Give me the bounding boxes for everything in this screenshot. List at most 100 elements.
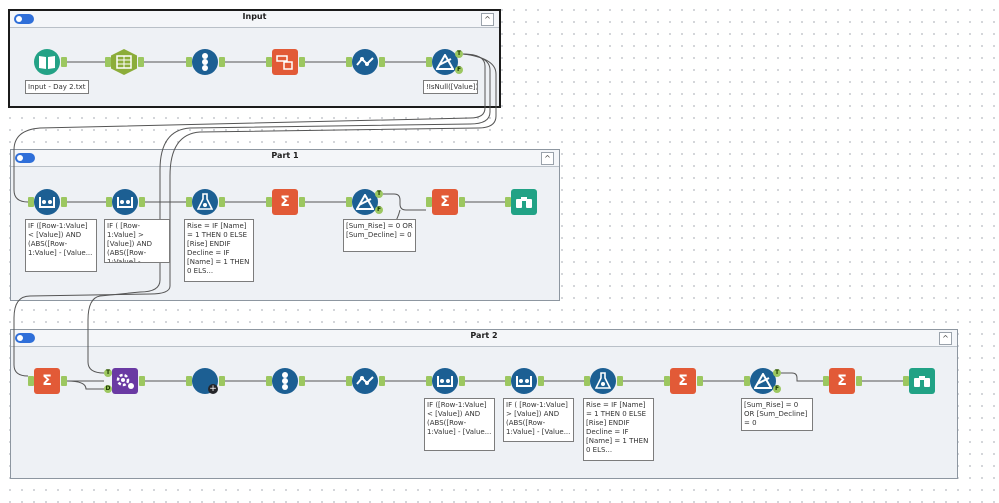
input-anchor[interactable] xyxy=(664,376,670,386)
input-anchor[interactable] xyxy=(823,376,829,386)
container-title: Part 2 xyxy=(470,331,498,340)
filter-triangle-icon xyxy=(436,54,454,70)
input-anchor[interactable] xyxy=(186,376,192,386)
summarize-tool-2[interactable]: Σ xyxy=(432,189,458,215)
output-anchor[interactable] xyxy=(856,376,862,386)
flask-icon xyxy=(595,372,611,389)
multi-row-formula-tool-3[interactable] xyxy=(432,368,458,394)
true-output-anchor[interactable]: T xyxy=(773,369,781,377)
browse-tool-2[interactable] xyxy=(909,368,935,394)
output-anchor[interactable] xyxy=(139,197,145,207)
false-output-anchor[interactable]: F xyxy=(773,385,781,393)
sigma-icon: Σ xyxy=(280,194,290,210)
output-anchor[interactable] xyxy=(61,57,67,67)
input-anchor[interactable] xyxy=(186,57,192,67)
input-anchor[interactable] xyxy=(186,197,192,207)
output-anchor[interactable] xyxy=(61,197,67,207)
input-anchor[interactable] xyxy=(346,197,352,207)
container-header: Part 1 ^ xyxy=(11,150,559,167)
filter-tool-3[interactable] xyxy=(750,368,776,394)
output-anchor[interactable] xyxy=(219,376,225,386)
multi-row-formula-tool-2[interactable] xyxy=(112,189,138,215)
formula-tool[interactable] xyxy=(192,189,218,215)
sigma-icon: Σ xyxy=(837,373,847,389)
record-id-icon xyxy=(202,53,208,71)
input-anchor[interactable] xyxy=(426,376,432,386)
formula-tool-2[interactable] xyxy=(590,368,616,394)
output-anchor[interactable] xyxy=(697,376,703,386)
collapse-caret-icon[interactable]: ^ xyxy=(481,13,494,26)
output-anchor[interactable] xyxy=(617,376,623,386)
input-anchor[interactable] xyxy=(105,57,111,67)
false-output-anchor[interactable]: F xyxy=(375,206,383,214)
input-anchor[interactable] xyxy=(106,197,112,207)
tool-annotation: [Sum_Rise] = 0 OR [Sum_Decline] = 0 xyxy=(343,219,416,252)
batch-macro-tool[interactable] xyxy=(112,368,138,394)
filter-triangle-icon xyxy=(356,194,374,210)
collapse-caret-icon[interactable]: ^ xyxy=(939,332,952,345)
input-anchor[interactable] xyxy=(28,197,34,207)
input-data-tool[interactable] xyxy=(34,49,60,75)
input-anchor[interactable] xyxy=(903,376,909,386)
tool-annotation: IF ([Row-1:Value] < [Value]) AND (ABS([R… xyxy=(25,219,97,272)
input-anchor[interactable] xyxy=(28,376,34,386)
output-anchor[interactable] xyxy=(219,197,225,207)
true-output-anchor[interactable]: T xyxy=(455,50,463,58)
output-anchor[interactable] xyxy=(61,376,67,386)
input-anchor[interactable] xyxy=(266,197,272,207)
gear-macro-icon xyxy=(116,373,134,389)
tool-annotation: Rise = IF [Name] = 1 THEN 0 ELSE [Rise] … xyxy=(583,398,654,461)
collapse-caret-icon[interactable]: ^ xyxy=(541,152,554,165)
input-anchor[interactable] xyxy=(744,376,750,386)
input-anchor[interactable] xyxy=(346,376,352,386)
plus-icon[interactable]: + xyxy=(208,384,218,394)
batch-control-anchor[interactable]: T xyxy=(104,369,112,377)
input-anchor[interactable] xyxy=(266,376,272,386)
tool-annotation: IF ( [Row-1:Value] > [Value]) AND (ABS([… xyxy=(104,219,170,263)
output-anchor[interactable] xyxy=(459,197,465,207)
input-anchor[interactable] xyxy=(266,57,272,67)
container-header: Part 2 ^ xyxy=(11,330,957,347)
false-output-anchor[interactable]: F xyxy=(455,66,463,74)
input-anchor[interactable] xyxy=(584,376,590,386)
true-output-anchor[interactable]: T xyxy=(375,190,383,198)
input-anchor[interactable] xyxy=(426,197,432,207)
multi-row-formula-tool-1[interactable] xyxy=(34,189,60,215)
binoculars-icon xyxy=(516,197,532,208)
tool-annotation: Rise = IF [Name] = 1 THEN 0 ELSE [Rise] … xyxy=(184,219,254,282)
container-title: Part 1 xyxy=(271,151,299,160)
input-anchor[interactable] xyxy=(505,197,511,207)
binoculars-icon xyxy=(914,376,930,387)
sigma-icon: Σ xyxy=(440,194,450,210)
transpose-icon xyxy=(276,55,293,70)
summarize-tool-4[interactable]: Σ xyxy=(670,368,696,394)
toggle-switch[interactable] xyxy=(14,14,34,24)
output-anchor[interactable] xyxy=(459,376,465,386)
output-anchor[interactable] xyxy=(538,376,544,386)
record-id-icon xyxy=(282,372,288,390)
output-anchor[interactable] xyxy=(139,376,145,386)
tool-annotation: IF ( [Row-1:Value] > [Value]) AND (ABS([… xyxy=(503,398,574,442)
input-anchor[interactable] xyxy=(426,57,432,67)
output-anchor[interactable] xyxy=(379,376,385,386)
browse-tool[interactable] xyxy=(511,189,537,215)
select-tool-2[interactable] xyxy=(352,368,378,394)
transpose-tool[interactable] xyxy=(272,49,298,75)
summarize-tool-1[interactable]: Σ xyxy=(272,189,298,215)
output-anchor[interactable] xyxy=(299,197,305,207)
output-anchor[interactable] xyxy=(299,57,305,67)
record-id-tool[interactable] xyxy=(192,49,218,75)
output-anchor[interactable] xyxy=(219,57,225,67)
multi-row-formula-tool-4[interactable] xyxy=(511,368,537,394)
input-anchor[interactable] xyxy=(505,376,511,386)
output-anchor[interactable] xyxy=(379,57,385,67)
output-anchor[interactable] xyxy=(138,57,144,67)
record-id-tool-2[interactable] xyxy=(272,368,298,394)
select-tool[interactable] xyxy=(352,49,378,75)
summarize-tool-5[interactable]: Σ xyxy=(829,368,855,394)
flask-icon xyxy=(197,193,213,210)
output-anchor[interactable] xyxy=(299,376,305,386)
batch-data-anchor[interactable]: D xyxy=(104,385,112,393)
summarize-tool-3[interactable]: Σ xyxy=(34,368,60,394)
input-anchor[interactable] xyxy=(346,57,352,67)
